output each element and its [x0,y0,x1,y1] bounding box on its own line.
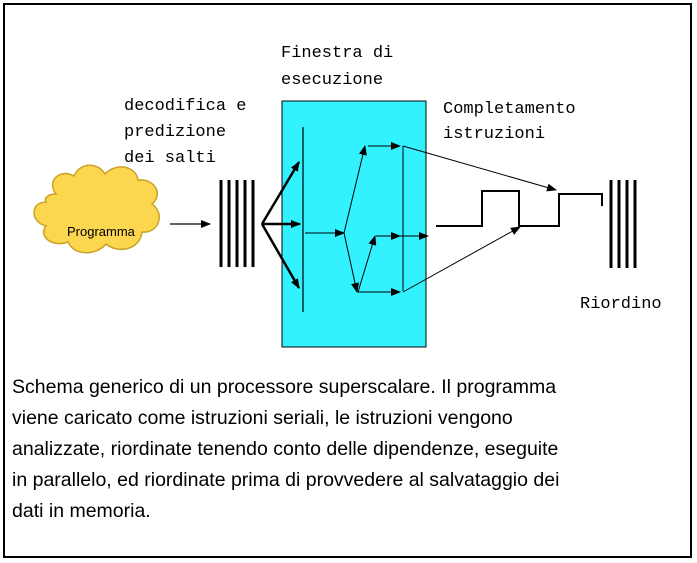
decode-label-line3: dei salti [124,149,216,168]
reorder-label: Riordino [580,295,662,314]
execution-flow [305,142,429,296]
reorder-bars [609,180,637,268]
program-label: Programma [67,224,136,239]
completion-arrows [402,145,557,293]
decode-label-line2: predizione [124,123,226,142]
complete-label-line2: istruzioni [443,125,545,144]
window-label-line1: Finestra di [281,44,393,63]
program-cloud [33,164,160,254]
completion-step [436,190,603,227]
execution-window [281,100,427,348]
decoder-bars [219,180,255,267]
window-label-line2: esecuzione [281,71,383,90]
decode-label-line1: decodifica e [124,97,246,116]
dispatch-arrows [260,161,301,289]
complete-label-line1: Completamento [443,100,576,119]
superscalar-diagram: Finestra di esecuzione decodifica e pred… [33,44,662,348]
figure-caption: Schema generico di un processore supersc… [12,376,560,522]
